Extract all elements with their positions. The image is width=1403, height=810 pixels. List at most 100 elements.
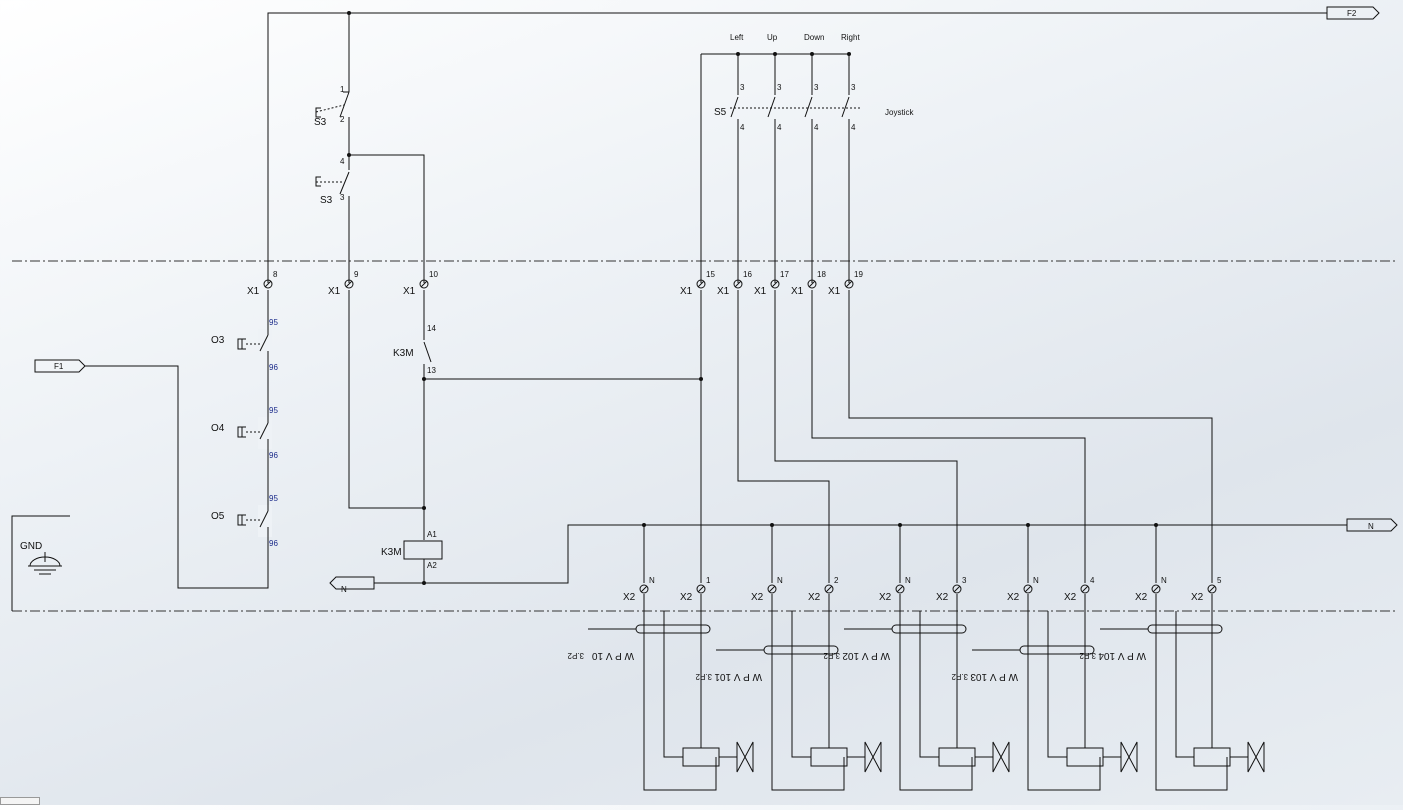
- joystick-direction-label: Up: [767, 33, 778, 42]
- joystick-term-top: 3: [777, 83, 782, 92]
- x1-terminal: X1 9: [328, 270, 359, 297]
- overload-term-96: 96: [269, 363, 278, 372]
- overload-label: O3: [211, 335, 225, 346]
- joystick-term-bottom: 4: [851, 123, 856, 132]
- x2-label: X2: [1007, 592, 1020, 603]
- x2-terminal-n: [1023, 584, 1033, 594]
- cable-sleeve-icon: [891, 624, 967, 634]
- x2-label: X2: [1064, 592, 1077, 603]
- joystick-term-top: 3: [814, 83, 819, 92]
- overload-term-96: 96: [269, 539, 278, 548]
- n-right-signal-tag[interactable]: N: [1346, 518, 1398, 532]
- x1-terminal-number: 19: [854, 270, 863, 279]
- s3-label-bottom: S3: [320, 195, 333, 206]
- overload-term-95: 95: [269, 318, 278, 327]
- terminal-icon: [344, 279, 354, 289]
- valve-name: W P V 10: [592, 650, 634, 661]
- route-wire-4: [811, 290, 1086, 583]
- x1-label: X1: [328, 286, 341, 297]
- s3-normally-open-switch: S3 4 3: [315, 153, 425, 283]
- k3m-a1: A1: [427, 530, 437, 539]
- x1-label: X1: [403, 286, 416, 297]
- x1-terminal-number: 18: [817, 270, 826, 279]
- f2-signal-tag[interactable]: F2: [1326, 6, 1380, 20]
- valve-sub: 3.P2: [567, 651, 584, 660]
- joystick-label: Joystick: [885, 108, 914, 117]
- n-left-label: N: [341, 585, 347, 594]
- x1-terminal-number: 10: [429, 270, 438, 279]
- valve-icon: [864, 741, 882, 773]
- valve-name: W P V 103: [970, 671, 1018, 682]
- cable-sleeve-icon: [763, 645, 839, 655]
- x2-n-number: N: [649, 576, 655, 585]
- x1-terminal: X1 8: [247, 270, 278, 297]
- x2-terminal-n: [767, 584, 777, 594]
- x2-n-number: N: [777, 576, 783, 585]
- x2-terminal-number: 2: [834, 576, 839, 585]
- valve-sub: 3.P2: [951, 672, 968, 681]
- terminal-icon: [263, 279, 273, 289]
- x2-label: X2: [1191, 592, 1204, 603]
- k3m-coil: K3M A1 A2: [381, 530, 443, 585]
- s3-term-4: 4: [340, 157, 345, 166]
- cable-sleeve-icon: [635, 624, 711, 634]
- x2-terminal-number: 1: [706, 576, 711, 585]
- x2-terminal-signal: [1207, 584, 1217, 594]
- x1-terminal-number: 8: [273, 270, 278, 279]
- x1-terminal-number: 9: [354, 270, 359, 279]
- joystick-term-top: 3: [740, 83, 745, 92]
- x2-label: X2: [680, 592, 693, 603]
- valve-name: W P V 101: [714, 671, 762, 682]
- k3m-contact-label: K3M: [393, 348, 414, 359]
- x2-terminal-n: [639, 584, 649, 594]
- joystick-contact-right: Right 3 4: [841, 33, 860, 283]
- x2-label: X2: [879, 592, 892, 603]
- x2-label: X2: [1135, 592, 1148, 603]
- s3-normally-closed-switch: S3 1 2: [314, 13, 350, 155]
- gnd-symbol: GND: [11, 515, 70, 611]
- x1-label: X1: [754, 286, 767, 297]
- route-wire-2: [737, 290, 830, 583]
- valve-coil-icon: [1066, 747, 1104, 767]
- x2-label: X2: [751, 592, 764, 603]
- valve-coil-icon: [938, 747, 976, 767]
- f1-signal-tag[interactable]: F1: [34, 359, 86, 373]
- valve-icon: [736, 741, 754, 773]
- terminal-icon: [807, 279, 817, 289]
- x1-label: X1: [717, 286, 730, 297]
- x2-n-number: N: [1033, 576, 1039, 585]
- valve-sub: 3.P2: [823, 651, 840, 660]
- joystick-output-routing: [737, 290, 1213, 583]
- x2-terminal-n: [895, 584, 905, 594]
- joystick-direction-label: Right: [841, 33, 860, 42]
- x1-terminal: X1 10: [403, 270, 438, 297]
- s5-label: S5: [714, 107, 727, 118]
- k3m-coil-label: K3M: [381, 547, 402, 558]
- x2-label: X2: [936, 592, 949, 603]
- gnd-label: GND: [20, 541, 42, 552]
- terminal-icon: [733, 279, 743, 289]
- k3m-term-14: 14: [427, 324, 436, 333]
- n-left-signal-tag[interactable]: N: [329, 576, 375, 594]
- joystick-term-top: 3: [851, 83, 856, 92]
- overload-term-95: 95: [269, 406, 278, 415]
- s3-label-top: S3: [314, 117, 327, 128]
- f1-label: F1: [54, 362, 64, 371]
- x1-label: X1: [247, 286, 260, 297]
- n-right-label: N: [1368, 522, 1374, 531]
- valve-icon: [992, 741, 1010, 773]
- x1-terminal-number: 17: [780, 270, 789, 279]
- x1-terminal-number: 15: [706, 270, 715, 279]
- f2-label: F2: [1347, 9, 1357, 18]
- valve-coil-icon: [1193, 747, 1231, 767]
- joystick-term-bottom: 4: [740, 123, 745, 132]
- x2-terminal-number: 5: [1217, 576, 1222, 585]
